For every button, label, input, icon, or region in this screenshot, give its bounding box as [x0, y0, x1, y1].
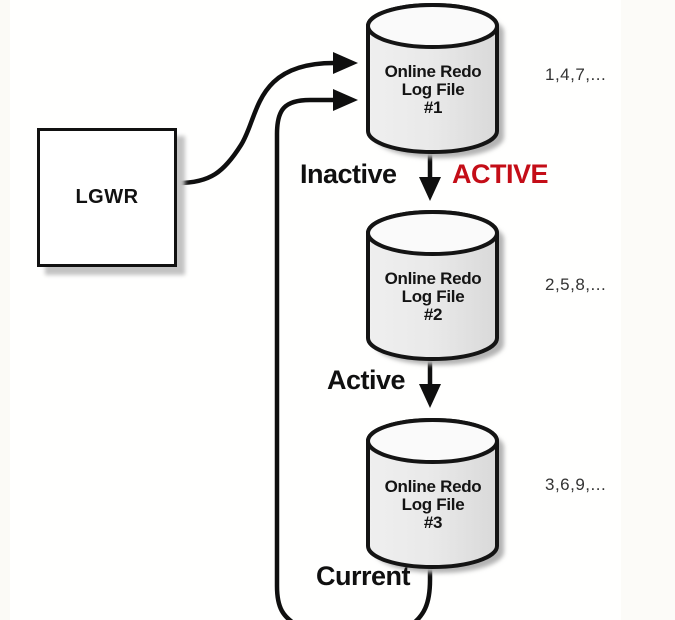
- log-sequence-2: 2,5,8,...: [545, 275, 607, 294]
- left-margin: [0, 0, 10, 620]
- redo-log-1-label: Online Redo Log File #1: [384, 62, 482, 117]
- right-margin: [621, 0, 675, 620]
- arrowhead-icon: [419, 384, 441, 408]
- arrow-lgwr-to-log1: [175, 52, 358, 186]
- lgwr-process-box: LGWR: [37, 128, 177, 267]
- state-label-active: Active: [327, 365, 406, 395]
- lgwr-label: LGWR: [75, 186, 139, 208]
- arrowhead-icon: [419, 177, 441, 201]
- log-sequence-1: 1,4,7,...: [545, 65, 607, 84]
- log-sequence-3: 3,6,9,...: [545, 475, 607, 494]
- arrowhead-icon: [333, 52, 358, 74]
- line-log3-to-loop: [413, 562, 433, 620]
- redo-log-2-label: Online Redo Log File #2: [384, 269, 482, 324]
- redo-log-3-label: Online Redo Log File #3: [384, 477, 482, 532]
- arrowhead-icon: [333, 89, 358, 111]
- state-label-inactive: Inactive: [300, 159, 397, 189]
- arrow-loop-current-to-log1: [274, 89, 358, 620]
- state-label-current: Current: [316, 561, 411, 591]
- state-label-active-caps: ACTIVE: [452, 159, 549, 189]
